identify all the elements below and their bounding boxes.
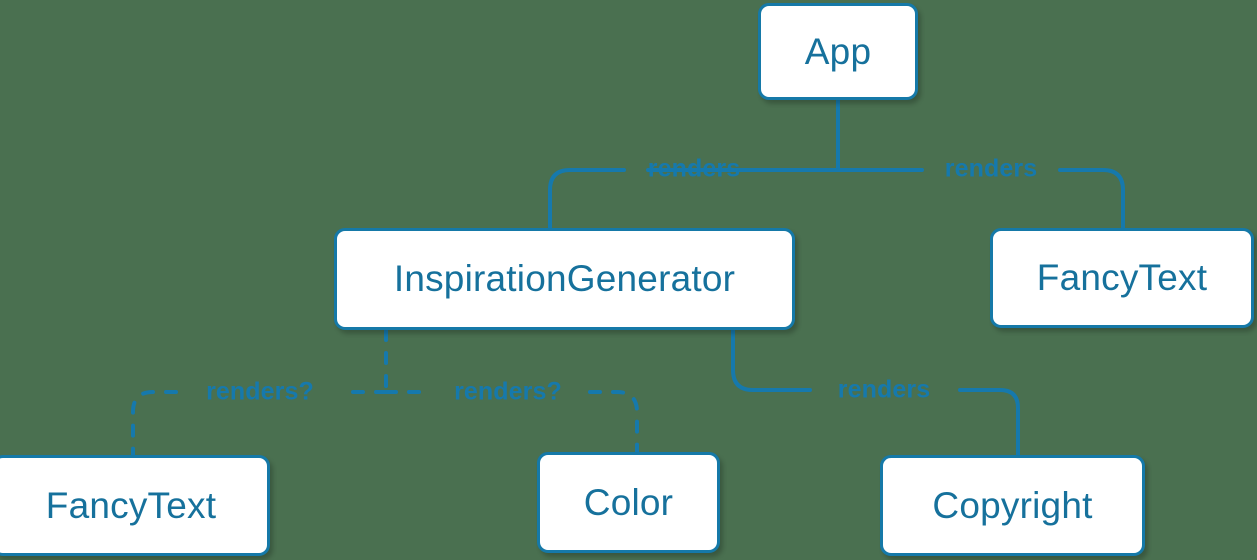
node-color-label: Color: [583, 481, 674, 523]
node-copyright-label: Copyright: [932, 484, 1093, 526]
node-inspiration-generator-label: InspirationGenerator: [393, 258, 736, 299]
node-fancytext-top[interactable]: FancyText: [990, 228, 1254, 328]
edge-app-to-fancytext: [836, 168, 1125, 230]
edge-inspiration-to-copyright: [731, 328, 1020, 457]
edge-inspiration-to-color-dashed: [384, 390, 639, 454]
edge-label-app-to-fancytext: renders: [944, 154, 1038, 183]
edge-label-inspiration-to-copyright: renders: [837, 375, 931, 404]
edge-app-to-inspiration: [548, 168, 840, 230]
node-app-label: App: [804, 30, 872, 72]
edge-label-app-to-inspiration: renders: [647, 154, 741, 183]
node-copyright[interactable]: Copyright: [880, 455, 1145, 556]
node-fancytext-top-label: FancyText: [1036, 257, 1208, 298]
edge-inspiration-to-fancytext-dashed: [131, 390, 388, 457]
node-fancytext-bottom[interactable]: FancyText: [0, 455, 270, 556]
node-app[interactable]: App: [758, 3, 918, 100]
edge-label-inspiration-to-color: renders?: [454, 377, 562, 406]
node-inspiration-generator[interactable]: InspirationGenerator: [334, 228, 795, 330]
node-color[interactable]: Color: [537, 452, 720, 553]
edge-label-inspiration-to-fancytext: renders?: [206, 377, 314, 406]
node-fancytext-bottom-label: FancyText: [45, 484, 217, 526]
